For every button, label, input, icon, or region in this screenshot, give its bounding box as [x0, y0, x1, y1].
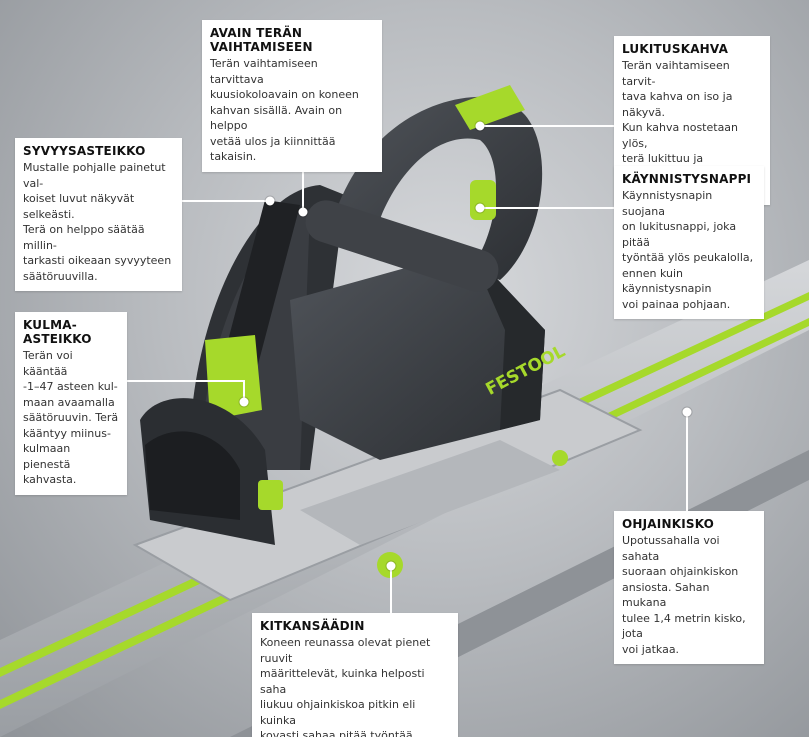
dot-lukituskahva [475, 121, 485, 131]
callout-title: SYVYYSASTEIKKO [23, 144, 146, 158]
dot-ohjainkisko [682, 407, 692, 417]
angle-scale [140, 398, 283, 545]
motor-housing: FESTOOL [290, 250, 569, 460]
callout-blade-key: AVAIN TERÄN VAIHTAMISEEN Terän vaihtamis… [202, 20, 382, 172]
leader-ohjainkisko [686, 412, 688, 512]
callout-title: OHJAINKISKO [622, 517, 715, 531]
callout-depth-scale: SYVYYSASTEIKKO Mustalle pohjalle painetu… [15, 138, 182, 291]
callout-body: Terän vaihtamiseen tarvittava kuusiokolo… [210, 57, 359, 163]
callout-body: Upotussahalla voi sahata suoraan ohjaink… [622, 534, 746, 656]
callout-body: Koneen reunassa olevat pienet ruuvit mää… [260, 636, 431, 737]
leader-kulma-vertical [243, 380, 245, 400]
leader-lukituskahva [480, 125, 615, 127]
callout-title: KÄYNNISTYSNAPPI [622, 172, 752, 186]
callout-title: LUKITUSKAHVA [622, 42, 729, 56]
dot-kulma [239, 397, 249, 407]
dot-syvyysasteikko [265, 196, 275, 206]
leader-kitkansaadin [390, 566, 392, 614]
top-handle [305, 85, 543, 292]
callout-friction-adjuster: KITKANSÄÄDIN Koneen reunassa olevat pien… [252, 613, 458, 737]
leader-syvyysasteikko [181, 200, 269, 202]
callout-body: Terän voi kääntää -1–47 asteen kul- maan… [23, 349, 119, 486]
callout-body: Mustalle pohjalle painetut val- koiset l… [23, 161, 172, 283]
dot-kitkansaadin [386, 561, 396, 571]
callout-title: KULMA-ASTEIKKO [23, 318, 92, 346]
callout-start-button: KÄYNNISTYSNAPPI Käynnistysnapin suojana … [614, 166, 764, 319]
leader-kulma [125, 380, 245, 382]
callout-title: KITKANSÄÄDIN [260, 619, 365, 633]
callout-angle-scale: KULMA-ASTEIKKO Terän voi kääntää -1–47 a… [15, 312, 127, 495]
dot-avain [298, 207, 308, 217]
start-button [470, 180, 496, 220]
leader-kaynnistysnappi [480, 207, 615, 209]
dot-kaynnistysnappi [475, 203, 485, 213]
callout-title: AVAIN TERÄN VAIHTAMISEEN [210, 26, 313, 54]
callout-body: Käynnistysnapin suojana on lukitusnappi,… [622, 189, 754, 311]
callout-guide-rail: OHJAINKISKO Upotussahalla voi sahata suo… [614, 511, 764, 664]
